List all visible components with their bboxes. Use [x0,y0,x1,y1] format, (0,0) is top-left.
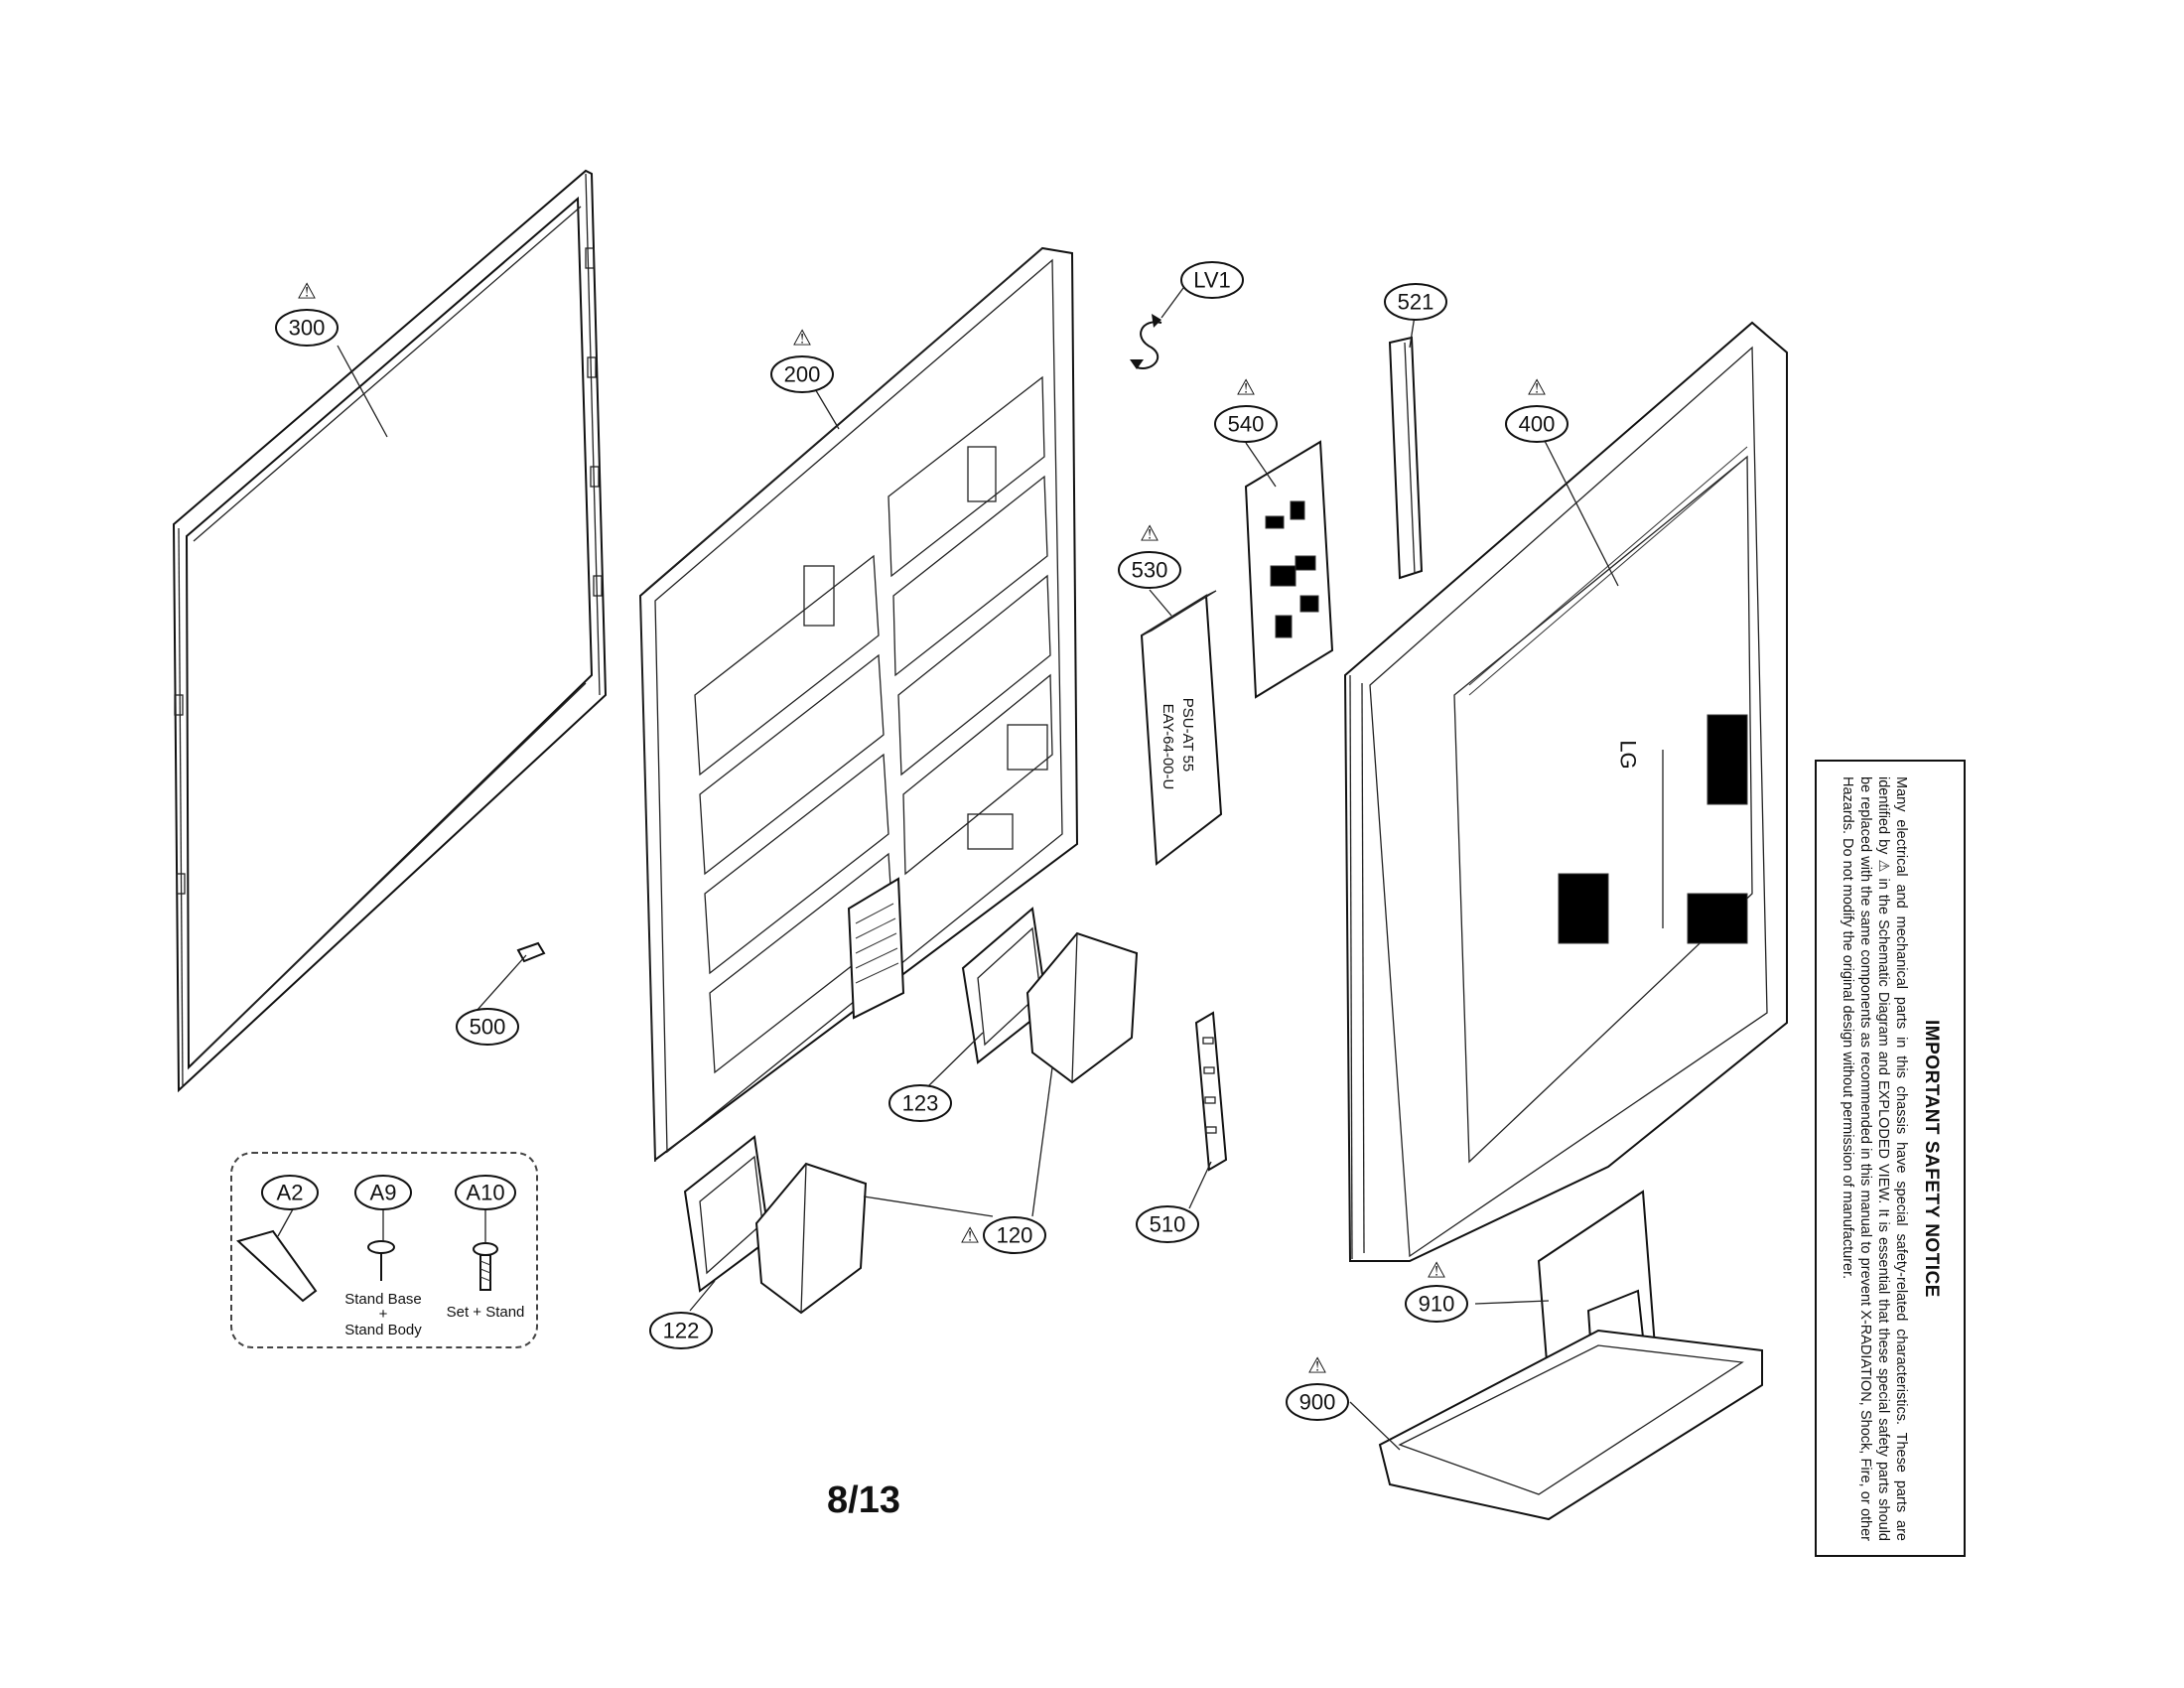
safety-notice-box: IMPORTANT SAFETY NOTICE Many electrical … [1815,760,1966,1557]
bracket-521 [1388,336,1424,580]
svg-text:123: 123 [902,1091,939,1116]
stand-screws-legend-box [230,1152,538,1348]
lg-logo: LG [1616,740,1641,769]
svg-text:300: 300 [289,316,326,341]
svg-text:900: 900 [1299,1390,1336,1415]
warning-icon: ⚠ [960,1223,980,1248]
stand-cover-a2 [236,1229,318,1303]
page-number: 8/13 [827,1479,900,1521]
callout-200: ⚠ 200 [770,326,834,393]
callout-400: ⚠ 400 [1505,375,1569,443]
warning-icon: ⚠ [1427,1258,1446,1283]
svg-text:A2: A2 [277,1181,304,1205]
svg-text:500: 500 [470,1015,506,1040]
svg-text:Stand Body: Stand Body [344,1322,422,1338]
psu-label-2: EAY-64-00-U [1160,704,1176,790]
callout-900: ⚠ 900 [1286,1353,1349,1421]
speaker-left [754,1162,868,1315]
callout-123: 123 [888,1084,952,1122]
callout-521: 521 [1384,283,1447,321]
svg-text:120: 120 [997,1223,1033,1248]
cable-lv1 [1130,314,1162,369]
svg-text:510: 510 [1150,1212,1186,1237]
bracket-510 [1194,1011,1228,1172]
callout-500: 500 [456,1008,519,1046]
callout-120: ⚠ 120 [960,1216,1046,1254]
psu-label-1: PSU-AT 55 [1179,698,1196,772]
leader-lines [277,315,1619,1451]
svg-text:A9: A9 [370,1181,397,1205]
svg-text:LV1: LV1 [1193,268,1231,293]
callout-530: ⚠ 530 [1118,521,1181,589]
stand-base-900 [1378,1329,1763,1521]
stand-legend-captions: Stand Base + Stand Body Set + Stand [344,1291,524,1338]
svg-text:+: + [379,1306,388,1323]
back-cover-400: LG [1343,321,1788,1262]
svg-text:521: 521 [1398,290,1434,315]
front-bezel-frame-300 [172,169,608,1093]
callout-510: 510 [1136,1205,1199,1243]
svg-text:200: 200 [784,362,821,387]
callout-540: ⚠ 540 [1214,375,1278,443]
speaker-right [1025,931,1139,1084]
warning-icon: ⚠ [297,279,317,304]
screw-a9 [367,1240,395,1281]
warning-icon: ⚠ [1236,375,1256,400]
svg-text:400: 400 [1519,412,1556,437]
svg-text:910: 910 [1419,1292,1455,1317]
screw-a10 [473,1242,498,1291]
safety-notice-title: IMPORTANT SAFETY NOTICE [1921,1019,1942,1298]
svg-text:Set + Stand: Set + Stand [447,1304,525,1321]
svg-text:540: 540 [1228,412,1265,437]
callout-a10: A10 [455,1175,516,1210]
callout-300: ⚠ 300 [275,279,339,347]
callout-a2: A2 [261,1175,319,1210]
warning-icon: ⚠ [1527,375,1547,400]
warning-icon: ⚠ [1140,521,1160,546]
svg-text:530: 530 [1132,558,1168,583]
safety-notice-body: Many electrical and mechanical parts in … [1840,775,1909,1541]
lcd-module-200 [638,246,1079,1163]
callout-122: 122 [649,1312,713,1349]
terminal-bracket-122 [683,1135,771,1293]
svg-text:Stand Base: Stand Base [344,1291,422,1308]
svg-text:A10: A10 [466,1181,504,1205]
callout-910: ⚠ 910 [1405,1258,1468,1323]
clip-500 [516,941,546,963]
warning-icon: ⚠ [1307,1353,1327,1378]
main-board-540 [1244,440,1334,699]
power-supply-board-530: PSU-AT 55 EAY-64-00-U [1140,590,1223,866]
callout-lv1: LV1 [1160,261,1244,319]
svg-text:122: 122 [663,1319,700,1343]
callout-a9: A9 [354,1175,412,1210]
warning-icon: ⚠ [792,326,812,351]
leader-lines-120 [863,1066,1053,1217]
